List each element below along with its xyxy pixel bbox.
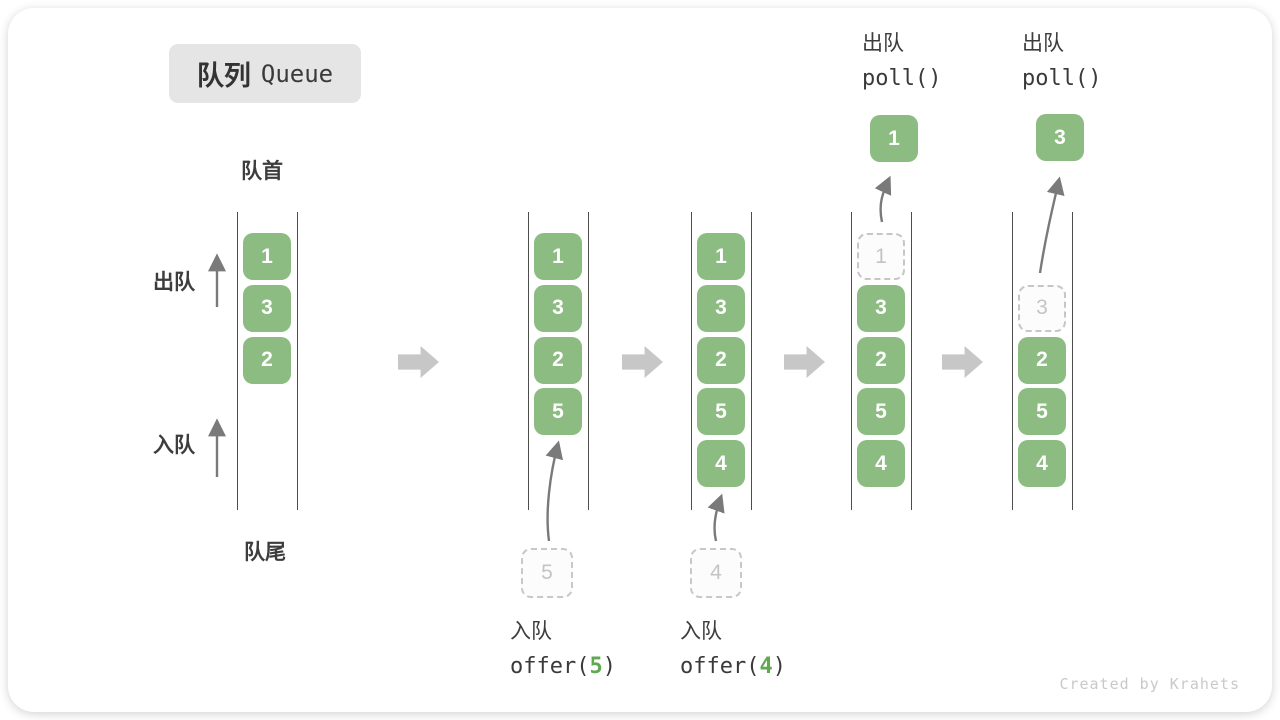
code-post: )	[772, 654, 786, 679]
queue-cell: 4	[857, 440, 905, 487]
op-label: 出队	[1022, 32, 1064, 55]
step-arrow-icon	[784, 346, 825, 378]
op-label: 入队	[680, 620, 722, 643]
label-dequeue-direction: 出队	[153, 271, 195, 294]
step-arrow-icon	[942, 346, 983, 378]
queue-cell: 2	[243, 336, 291, 384]
queue-cell: 5	[534, 388, 582, 436]
queue-cell: 3	[857, 284, 905, 332]
label-queue-rear: 队尾	[244, 541, 286, 564]
op-dequeue-poll-1: 出队 poll()	[862, 31, 941, 92]
op-code: poll()	[862, 66, 941, 92]
queue-cell: 2	[534, 336, 582, 384]
code-pre: poll()	[862, 66, 942, 91]
pending-element-5: 5	[521, 548, 573, 598]
queue-cell: 4	[697, 440, 745, 487]
queue-cell: 3	[534, 284, 582, 332]
code-arg: 4	[759, 654, 773, 679]
code-arg: 5	[589, 654, 603, 679]
queue-cell: 3	[697, 284, 745, 332]
op-enqueue-offer-5: 入队 offer(5)	[510, 619, 616, 680]
queue-cell: 1	[243, 233, 291, 280]
popped-element-1: 1	[870, 115, 918, 162]
queue-cell: 1	[697, 233, 745, 280]
op-code: poll()	[1022, 66, 1101, 92]
op-dequeue-poll-3: 出队 poll()	[1022, 31, 1101, 92]
code-pre: poll()	[1022, 66, 1102, 91]
step-arrow-icon	[622, 346, 663, 378]
code-post: )	[602, 654, 616, 679]
op-code: offer(5)	[510, 654, 616, 680]
op-code: offer(4)	[680, 654, 786, 680]
queue-cell: 2	[697, 336, 745, 384]
queue-cell: 5	[697, 388, 745, 436]
op-enqueue-offer-4: 入队 offer(4)	[680, 619, 786, 680]
popped-element-3: 3	[1036, 114, 1084, 161]
step-arrow-icon	[398, 346, 439, 378]
queue-cell: 1	[534, 233, 582, 280]
title-chinese: 队列	[196, 61, 251, 91]
watermark-credit: Created by Krahets	[1059, 675, 1240, 693]
op-label: 出队	[862, 32, 904, 55]
queue-cell: 2	[857, 336, 905, 384]
code-pre: offer(	[680, 654, 760, 679]
pending-element-4: 4	[690, 548, 742, 598]
queue-cell: 2	[1018, 336, 1066, 384]
op-label: 入队	[510, 620, 552, 643]
title-badge: 队列 Queue	[169, 44, 361, 103]
queue-cell-dashed: 3	[1018, 284, 1066, 332]
queue-cell: 4	[1018, 440, 1066, 487]
queue-cell: 5	[1018, 388, 1066, 436]
title-english: Queue	[260, 59, 334, 88]
queue-cell: 3	[243, 284, 291, 332]
label-queue-front: 队首	[241, 160, 283, 183]
code-pre: offer(	[510, 654, 590, 679]
queue-cell: 5	[857, 388, 905, 436]
queue-cell-dashed: 1	[857, 233, 905, 280]
label-enqueue-direction: 入队	[153, 434, 195, 457]
